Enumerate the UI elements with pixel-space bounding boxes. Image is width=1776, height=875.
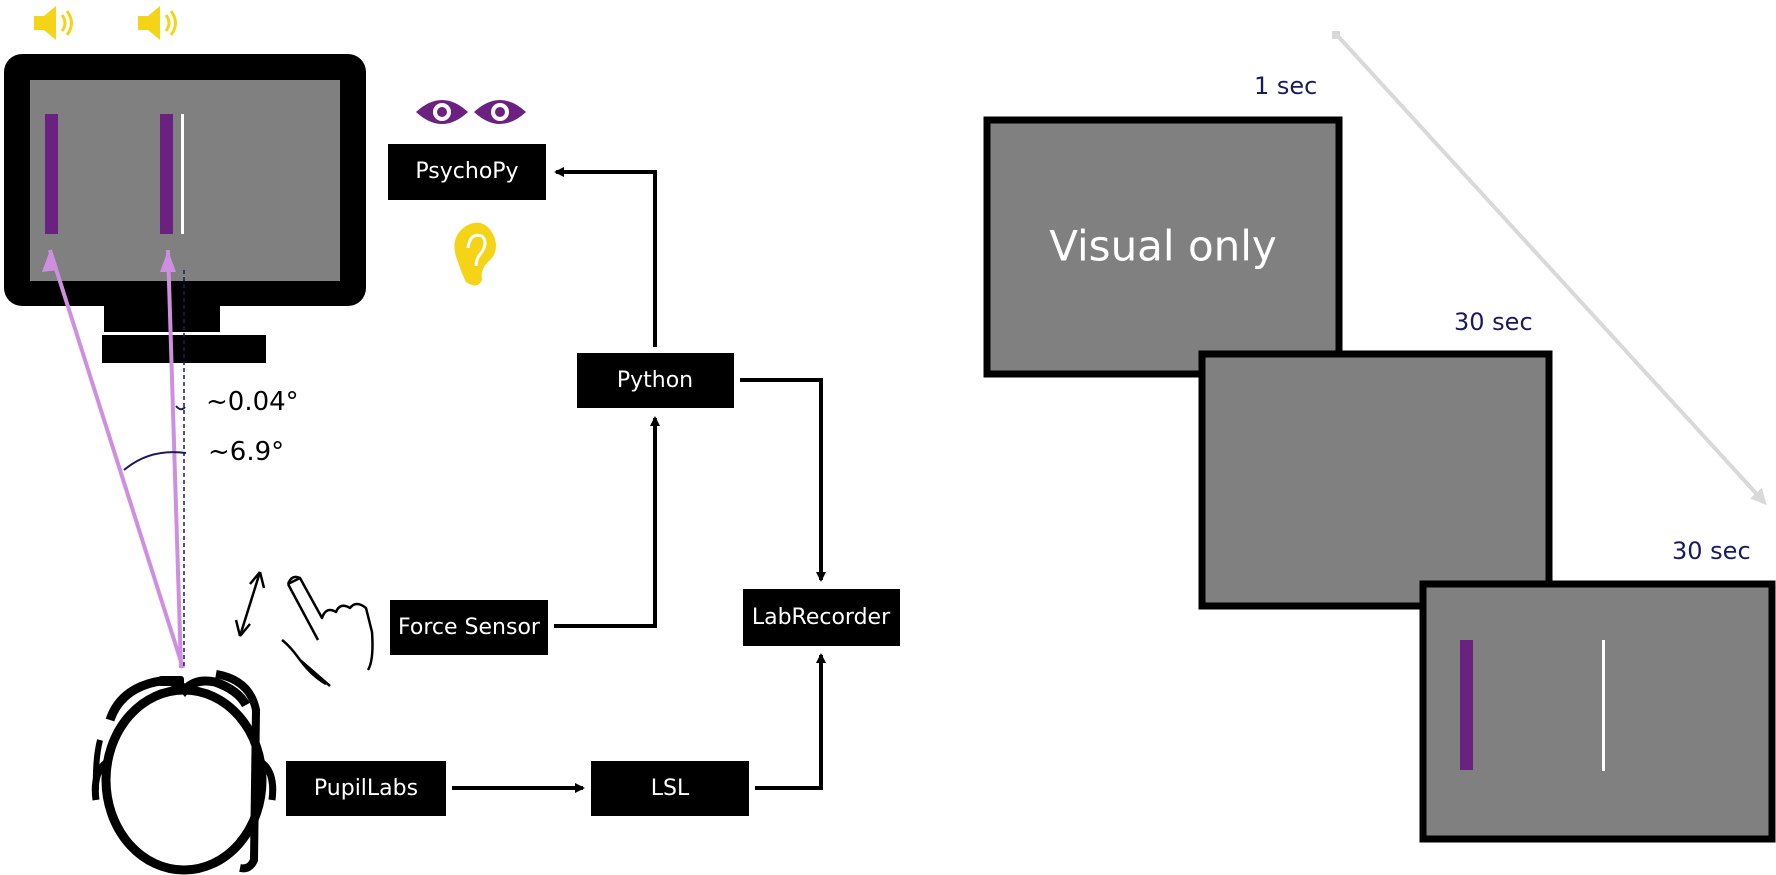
- force-sensor-to-python-arrow: [554, 416, 660, 628]
- time-label-2: 30 sec: [1454, 308, 1533, 336]
- angle-large-label: ~6.9°: [208, 437, 284, 467]
- lsl-label: LSL: [651, 776, 690, 801]
- pupillabs-box: PupilLabs: [286, 761, 446, 816]
- python-label: Python: [617, 368, 693, 393]
- glasses-icon: [92, 670, 261, 873]
- lsl-box: LSL: [591, 761, 749, 816]
- flow-connectors: [452, 167, 826, 793]
- monitor: [4, 54, 366, 363]
- timeline-screen-3: [1419, 580, 1776, 843]
- speaker-icon-left: [34, 6, 73, 40]
- psychopy-label: PsychoPy: [415, 159, 518, 184]
- speaker-icon-right: [138, 6, 177, 40]
- labrecorder-label: LabRecorder: [752, 605, 891, 630]
- timeline-arrow: [1334, 32, 1767, 505]
- monitor-neck: [104, 300, 220, 332]
- stimulus-reference-line: [181, 114, 184, 234]
- gaze-lines: [42, 249, 187, 669]
- hand-icon: [281, 575, 374, 687]
- stimulus-bar-left: [45, 114, 58, 234]
- force-sensor-label: Force Sensor: [398, 615, 541, 640]
- lsl-to-labrecorder-arrow: [755, 653, 826, 790]
- screen-3-reference-line: [1602, 640, 1605, 771]
- timeline-arrow-start: [1332, 31, 1340, 39]
- eyes-icon: [416, 100, 526, 124]
- python-to-labrecorder-arrow: [740, 378, 826, 582]
- timeline-screen-1: Visual only: [983, 116, 1343, 378]
- double-arrow-icon: [234, 571, 266, 637]
- angle-arc-large: [123, 451, 187, 471]
- ear-icon: [454, 222, 496, 286]
- stimulus-bar-right: [160, 114, 173, 234]
- angle-arc-small: [175, 405, 186, 411]
- time-label-1: 1 sec: [1254, 72, 1317, 100]
- labrecorder-box: LabRecorder: [743, 589, 900, 646]
- time-label-3: 30 sec: [1672, 537, 1751, 565]
- python-to-psychopy-arrow: [554, 167, 657, 347]
- head-icon: [91, 685, 277, 875]
- screen-1-text: Visual only: [1049, 222, 1277, 271]
- angle-small-label: ~0.04°: [206, 387, 299, 417]
- monitor-screen: [30, 80, 340, 281]
- force-sensor-box: Force Sensor: [390, 600, 548, 655]
- python-box: Python: [577, 353, 734, 408]
- timeline-screen-2: [1198, 350, 1553, 610]
- psychopy-box: PsychoPy: [388, 144, 546, 200]
- screen-3-stimulus-bar: [1460, 640, 1473, 770]
- pupillabs-label: PupilLabs: [314, 776, 418, 801]
